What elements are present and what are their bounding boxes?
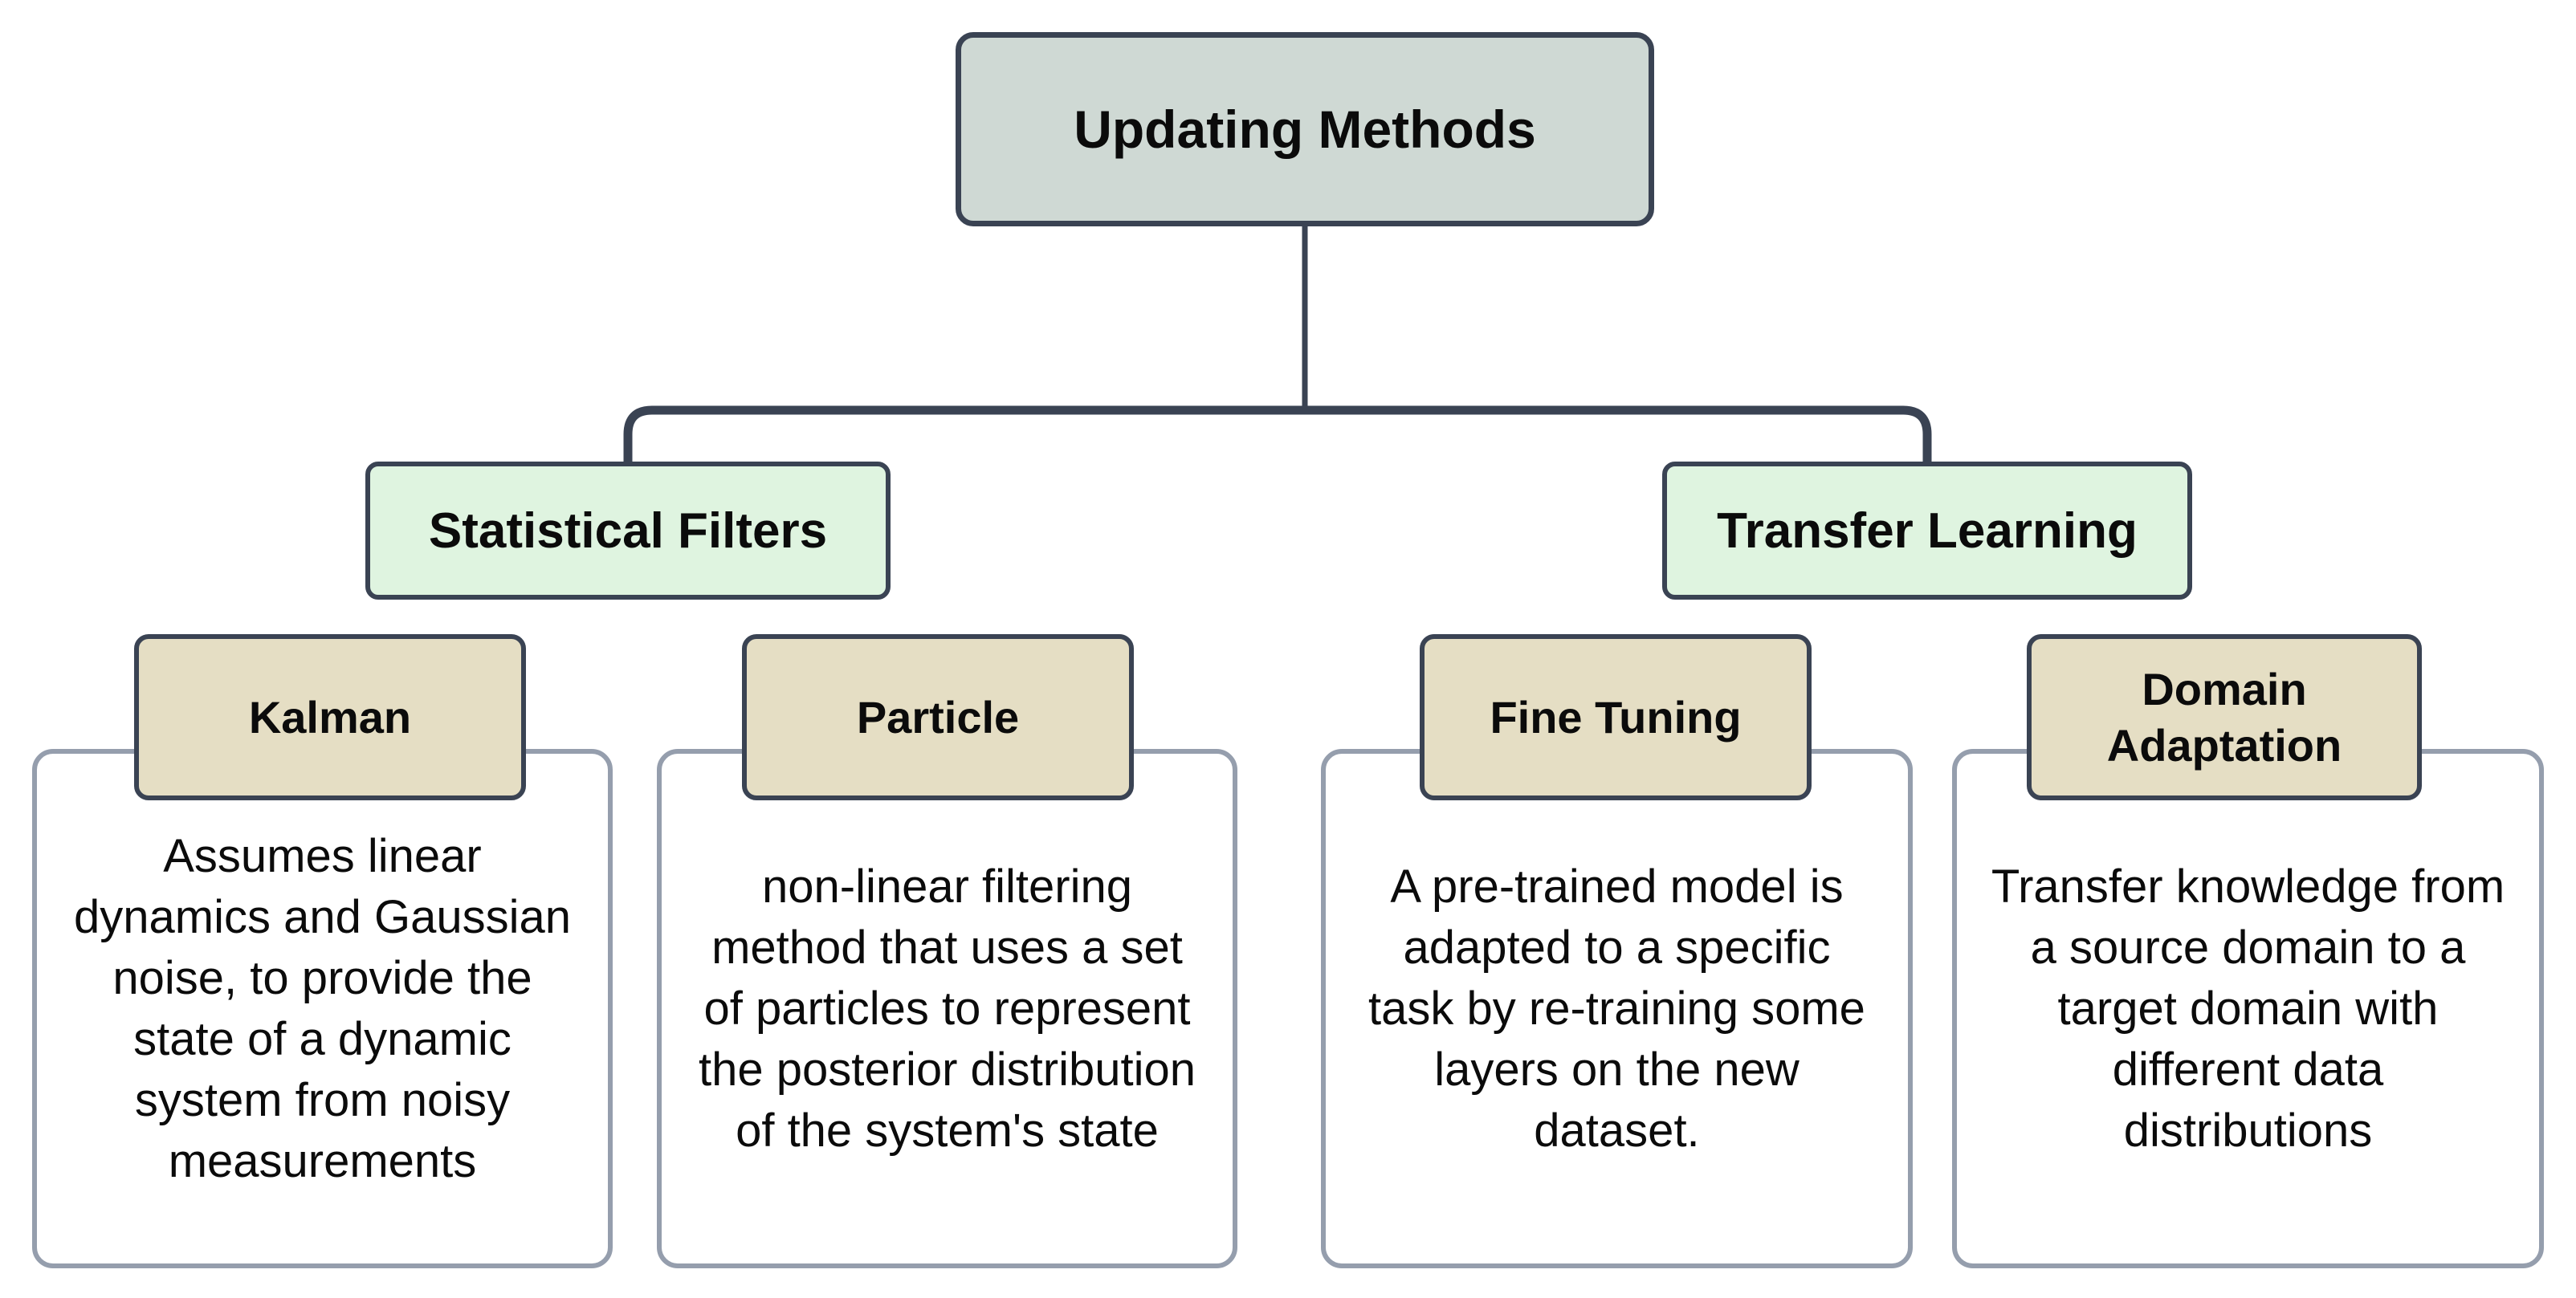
connector-right-branch [1305,405,1932,463]
node-updating-methods: Updating Methods [956,32,1654,226]
node-label-domain-adaptation: Domain Adaptation [2027,634,2422,800]
node-label-kalman: Kalman [134,634,526,800]
node-desc-particle: non-linear filtering method that uses a … [657,749,1237,1268]
node-desc-kalman: Assumes linear dynamics and Gaussian noi… [32,749,613,1268]
connector-left-branch [623,405,1305,463]
node-desc-domain-adaptation: Transfer knowledge from a source domain … [1952,749,2544,1268]
node-branch-statistical-filters: Statistical Filters [365,462,891,600]
node-branch-transfer-learning: Transfer Learning [1662,462,2192,600]
node-label-particle: Particle [742,634,1134,800]
node-label-fine-tuning: Fine Tuning [1420,634,1812,800]
node-desc-fine-tuning: A pre-trained model is adapted to a spec… [1321,749,1913,1268]
